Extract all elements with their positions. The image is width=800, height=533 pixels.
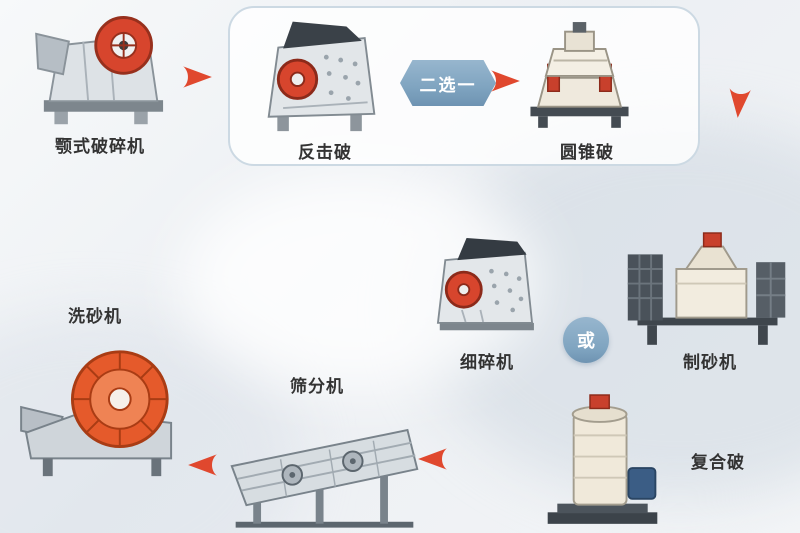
- sand-maker-illustration: [620, 225, 795, 347]
- screen-label: 筛分机: [290, 377, 344, 396]
- jaw-crusher-illustration: [30, 5, 175, 130]
- flow-arrow-right-icon: [488, 68, 522, 94]
- choose-one-badge: 二选一: [400, 60, 496, 106]
- cone-crusher-label: 圆锥破: [560, 143, 614, 162]
- flow-arrow-right-icon: [180, 64, 214, 90]
- sand-maker-label: 制砂机: [683, 353, 737, 372]
- or-badge: 或: [563, 317, 609, 363]
- compound-crusher-illustration: [540, 385, 665, 530]
- flow-arrow-down-icon: [722, 88, 756, 118]
- jaw-crusher-label: 颚式破碎机: [55, 137, 145, 156]
- flow-arrow-left-icon: [416, 446, 450, 472]
- sand-washer-label: 洗砂机: [68, 307, 122, 326]
- screen-illustration: [222, 412, 427, 530]
- fine-crusher-label: 细碎机: [460, 353, 514, 372]
- cone-crusher-illustration: [517, 16, 642, 131]
- compound-crusher-label: 复合破: [691, 453, 745, 472]
- choose-one-box: 反击破 二选一 圆锥破: [228, 6, 700, 166]
- flow-arrow-left-icon: [186, 452, 220, 478]
- or-badge-text: 或: [577, 331, 595, 351]
- impact-crusher-illustration: [254, 14, 389, 134]
- fine-crusher-illustration: [425, 228, 545, 343]
- sand-washer-illustration: [20, 338, 190, 486]
- choose-one-badge-text: 二选一: [419, 75, 477, 95]
- impact-crusher-label: 反击破: [298, 143, 352, 162]
